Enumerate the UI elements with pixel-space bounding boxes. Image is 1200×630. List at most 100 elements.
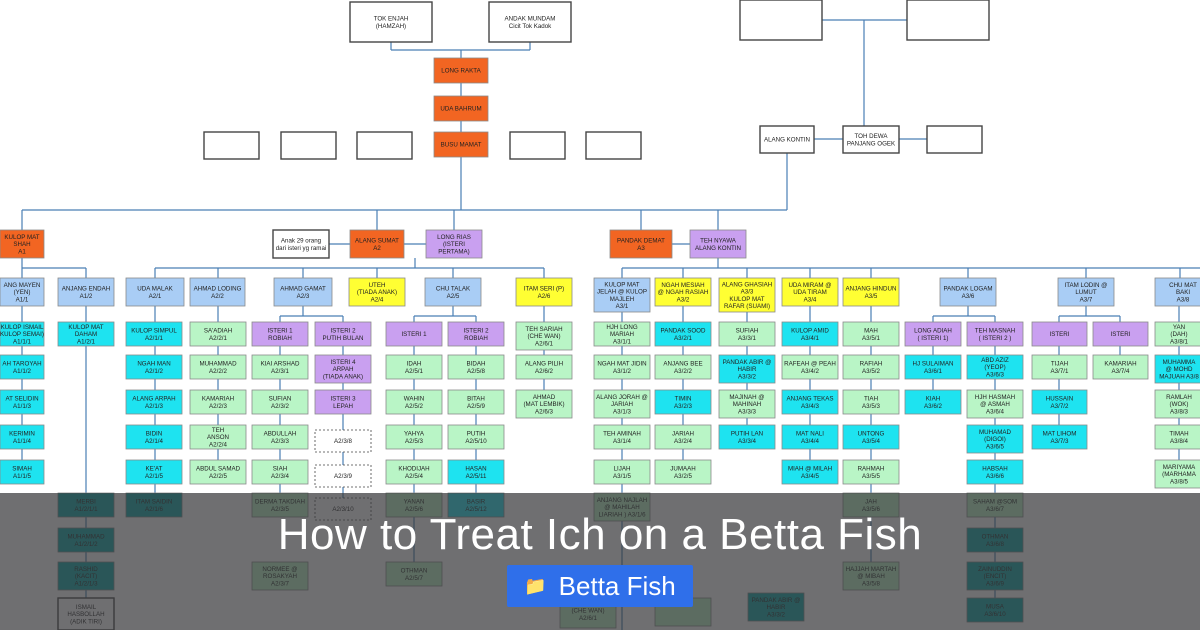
tree-node-box <box>966 459 1024 485</box>
tree-node-box <box>509 131 566 160</box>
tree-node-c88: YAN(DAH)A3/8/1 <box>1154 321 1200 347</box>
tree-node-box <box>1031 389 1088 415</box>
tree-node-box <box>1031 424 1088 450</box>
tree-node-box <box>939 277 997 307</box>
tree-node-box <box>189 424 247 450</box>
tree-node-c46: AHMAD(MAT LEMBIK)A2/6/3 <box>515 389 573 419</box>
tree-node-label: YAN(DAH)A3/8/1 <box>1170 324 1188 345</box>
tree-node-box <box>1092 321 1149 347</box>
tree-node-box <box>385 354 443 380</box>
tree-node-box <box>0 354 45 380</box>
tree-node-box <box>348 277 406 307</box>
tree-node-e6 <box>926 125 983 154</box>
tree-node-c73: LONG ADIAH( ISTERI 1) <box>904 321 962 347</box>
tree-node-box <box>781 459 839 485</box>
tree-node-box <box>251 354 309 380</box>
tree-node-longrakta: LONG RAKTA <box>433 57 489 84</box>
tree-node-box <box>356 131 413 160</box>
tree-node-box <box>718 389 776 419</box>
tree-node-box <box>1154 277 1200 307</box>
tree-node-box <box>273 277 333 307</box>
tree-node-box <box>515 321 573 351</box>
tree-node-box <box>1154 354 1200 384</box>
tree-node-a11: ANG MAYEN(YEN)A1/1 <box>0 277 45 307</box>
tree-node-box <box>842 354 900 380</box>
tree-node-box <box>251 389 309 415</box>
tree-node-box <box>515 277 573 307</box>
tree-node-box <box>425 229 483 259</box>
tree-node-label: ISTERI 1 <box>401 331 427 338</box>
tree-node-c29: A2/3/9 <box>314 464 372 488</box>
tree-node-box <box>842 459 900 485</box>
category-badge[interactable]: 📁 Betta Fish <box>507 565 693 607</box>
tree-node-label: A2/3/9 <box>334 473 352 480</box>
tree-node-box <box>904 321 962 347</box>
tree-node-box <box>781 424 839 450</box>
tree-node-box <box>125 277 185 307</box>
tree-node-box <box>125 424 183 450</box>
tree-node-box <box>654 424 712 450</box>
tree-node-box <box>515 354 573 380</box>
tree-node-box <box>125 389 183 415</box>
tree-node-label: ITAM SERI (P)A2/6 <box>524 286 564 300</box>
tree-node-box <box>654 321 712 347</box>
tree-node-box <box>251 424 309 450</box>
tree-node-box <box>593 459 651 485</box>
tree-node-box <box>842 389 900 415</box>
tree-node-box <box>926 125 983 154</box>
tree-node-a24: UTEH(TIADA ANAK)A2/4 <box>348 277 406 307</box>
